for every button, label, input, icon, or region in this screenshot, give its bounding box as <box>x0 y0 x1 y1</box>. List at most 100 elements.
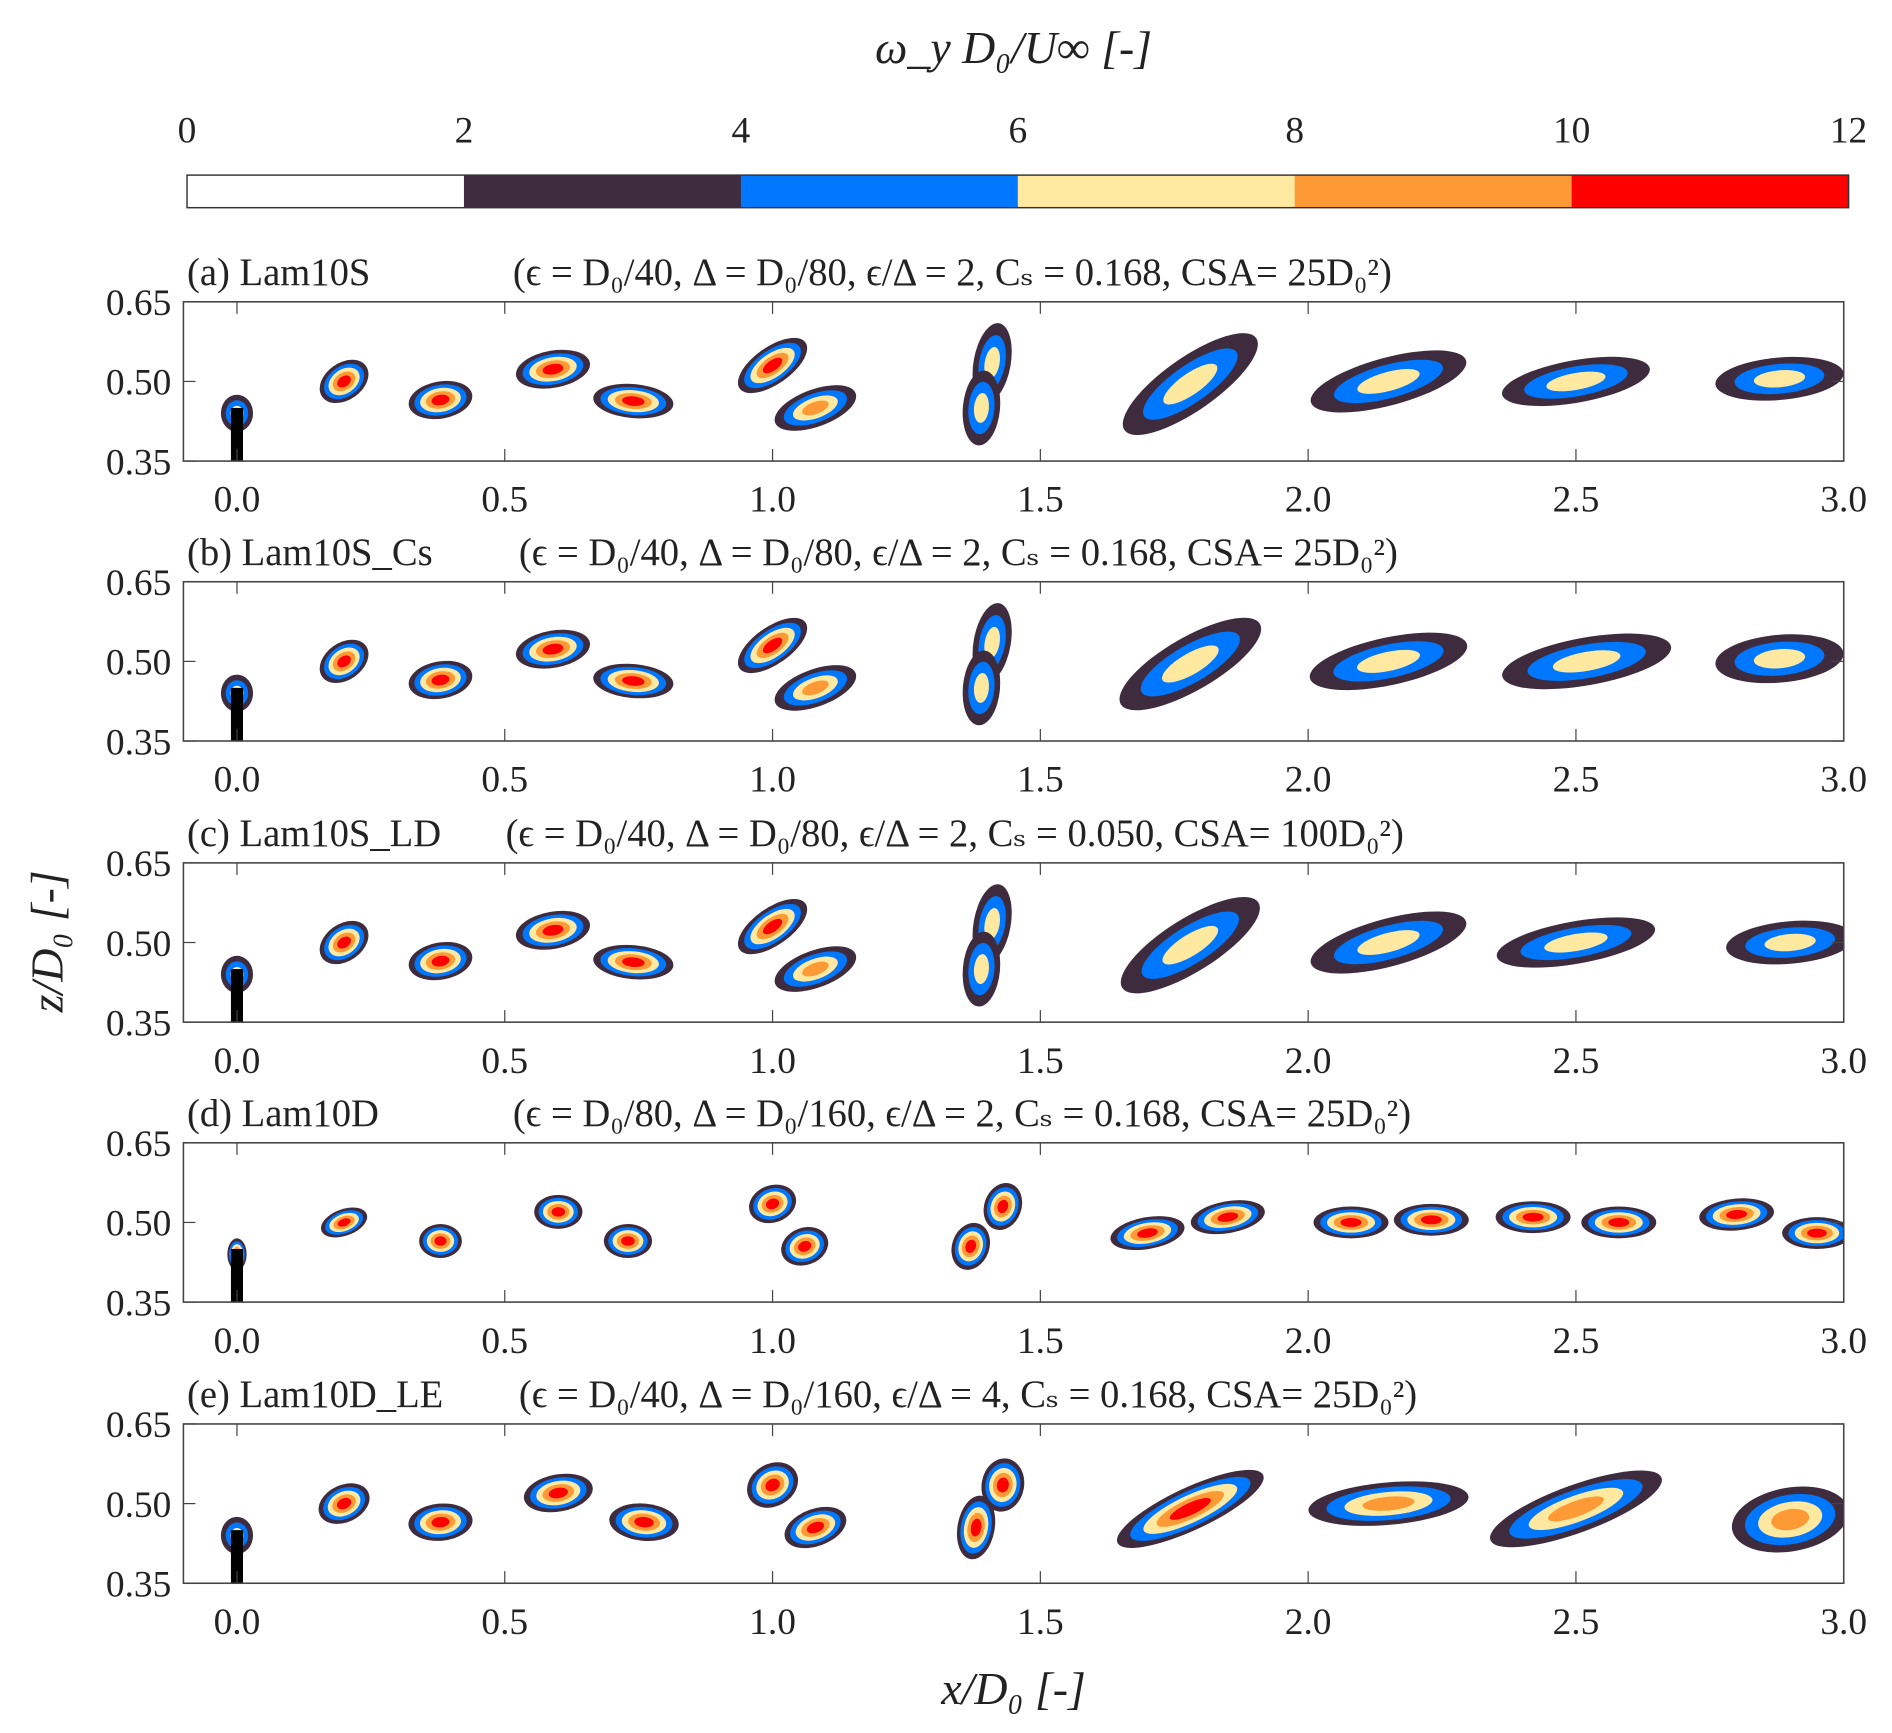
vortex <box>319 920 369 965</box>
vortex-contour-level-5 <box>621 1236 635 1246</box>
cylinder-body <box>230 969 244 1023</box>
panel-parameters: (ϵ = D₀/40, Δ = D₀/80, ϵ/Δ = 2, Cₛ = 0.0… <box>506 813 1404 855</box>
vortex-contour-level-3 <box>973 393 989 423</box>
panel-c: (c) Lam10S_LD (ϵ = D₀/40, Δ = D₀/80, ϵ/Δ … <box>106 813 1867 1082</box>
x-tick-label: 0.5 <box>481 1602 528 1643</box>
vortex <box>515 629 591 669</box>
x-tick-label: 1.0 <box>749 480 796 521</box>
x-tick-label: 0.5 <box>481 1321 528 1362</box>
vortex-contour-level-5 <box>548 1487 568 1499</box>
axes-frame <box>182 580 1845 742</box>
vortex-contour-level-3 <box>973 954 989 985</box>
vortex <box>1581 1206 1657 1239</box>
vortex <box>774 946 857 992</box>
vortex <box>956 1495 996 1560</box>
vortex-contour-level-3 <box>1162 925 1219 965</box>
panel-d: (d) Lam10D (ϵ = D₀/80, Δ = D₀/160, ϵ/Δ = … <box>106 1093 1867 1362</box>
vortex-contour-level-5 <box>765 1198 780 1210</box>
vortex <box>1489 1470 1662 1548</box>
vortex <box>1116 1469 1264 1548</box>
cylinder-body <box>230 407 244 462</box>
panel-label: (e) Lam10D_LE <box>187 1374 443 1416</box>
x-tick-label: 2.0 <box>1285 1602 1332 1643</box>
y-tick-label: 0.35 <box>106 442 171 483</box>
vortex-contour-level-4 <box>802 680 829 696</box>
vortex-contour-level-5 <box>542 643 564 655</box>
vortex <box>1308 1481 1469 1526</box>
panel-label: (d) Lam10D <box>187 1093 379 1135</box>
vortex <box>408 1503 473 1541</box>
vortex <box>1119 617 1262 711</box>
vortex-contour-level-3 <box>1357 930 1420 955</box>
vortex <box>781 1227 829 1266</box>
panel-label: (c) Lam10S_LD <box>187 813 441 855</box>
vortex <box>1502 633 1672 690</box>
y-tick-label: 0.50 <box>106 924 171 965</box>
vortex <box>1110 1216 1185 1251</box>
x-tick-label: 2.5 <box>1553 1041 1600 1082</box>
vortex-contour-level-5 <box>337 655 351 668</box>
y-tick-label: 0.35 <box>106 1003 171 1044</box>
x-tick-label: 0.5 <box>481 1041 528 1082</box>
vortex <box>749 1184 797 1224</box>
cylinder-body <box>230 1249 244 1303</box>
x-tick-label: 2.0 <box>1285 480 1332 521</box>
vortex <box>737 617 808 674</box>
vortex-contour-level-5 <box>970 1518 982 1537</box>
vortex <box>1393 1203 1469 1236</box>
vortex-contour-level-4 <box>1362 1496 1415 1511</box>
vortex-layer <box>220 1458 1844 1560</box>
vortex-contour-level-5 <box>1420 1215 1442 1225</box>
y-tick-label: 0.65 <box>106 283 171 324</box>
panel-e: (e) Lam10D_LE (ϵ = D₀/40, Δ = D₀/160, ϵ/Δ… <box>106 1374 1867 1643</box>
x-tick-label: 0.0 <box>214 1602 261 1643</box>
vortex <box>747 1462 799 1508</box>
vortex-contour-level-3 <box>984 346 1000 379</box>
y-tick-label: 0.50 <box>106 1204 171 1245</box>
vortex <box>1313 1206 1389 1239</box>
vortex-contour-level-5 <box>762 357 783 374</box>
vortex <box>774 665 857 711</box>
vortex <box>1496 917 1656 968</box>
colorbar-tick-label: 4 <box>732 111 751 152</box>
vortex <box>408 380 473 420</box>
panel-parameters: (ϵ = D₀/80, Δ = D₀/160, ϵ/Δ = 2, Cₛ = 0.… <box>513 1093 1411 1135</box>
panel-parameters: (ϵ = D₀/40, Δ = D₀/160, ϵ/Δ = 4, Cₛ = 0.… <box>519 1374 1417 1416</box>
vortex-layer <box>227 1183 1844 1271</box>
y-axis-label: z/D₀ [-] <box>22 870 73 1013</box>
x-tick-label: 1.5 <box>1017 760 1064 801</box>
vortex <box>962 370 1001 446</box>
axes-frame <box>182 301 1845 462</box>
vortex <box>981 1458 1025 1512</box>
vortex-contour-level-3 <box>1357 369 1420 394</box>
colorbar-segment <box>463 175 742 208</box>
vortex-contour-level-5 <box>1340 1217 1362 1227</box>
panel-a: (a) Lam10S(ϵ = D₀/40, Δ = D₀/80, ϵ/Δ = 2… <box>106 252 1867 521</box>
x-tick-label: 2.5 <box>1553 480 1600 521</box>
vortex-contour-level-5 <box>1608 1217 1630 1227</box>
vortex <box>951 1222 991 1270</box>
vortex-contour-level-4 <box>802 400 829 416</box>
x-tick-label: 0.5 <box>481 480 528 521</box>
panel-label: (b) Lam10S_Cs <box>187 532 433 574</box>
colorbar-tick-label: 2 <box>455 111 474 152</box>
vortex-contour-level-4 <box>802 961 829 977</box>
vortex <box>774 385 857 431</box>
vortex-contour-level-4 <box>1548 1496 1604 1522</box>
vortex-contour-level-3 <box>1163 363 1218 405</box>
vortex-contour-level-5 <box>1726 1209 1748 1220</box>
vortex-contour-level-5 <box>996 1477 1009 1493</box>
x-tick-label: 3.0 <box>1820 1602 1867 1643</box>
colorbar-tick-label: 6 <box>1008 111 1027 152</box>
vortex <box>1310 350 1467 413</box>
panel-parameters: (ϵ = D₀/40, Δ = D₀/80, ϵ/Δ = 2, Cₛ = 0.1… <box>513 252 1392 294</box>
vortex <box>603 1224 653 1259</box>
vortex-contour-level-5 <box>965 1239 977 1253</box>
vortex-layer <box>220 884 1844 1007</box>
x-tick-label: 0.0 <box>214 480 261 521</box>
vortex <box>1726 920 1844 965</box>
vortex-contour-level-3 <box>1544 932 1608 953</box>
x-tick-label: 3.0 <box>1820 480 1867 521</box>
y-tick-label: 0.35 <box>106 1565 171 1606</box>
